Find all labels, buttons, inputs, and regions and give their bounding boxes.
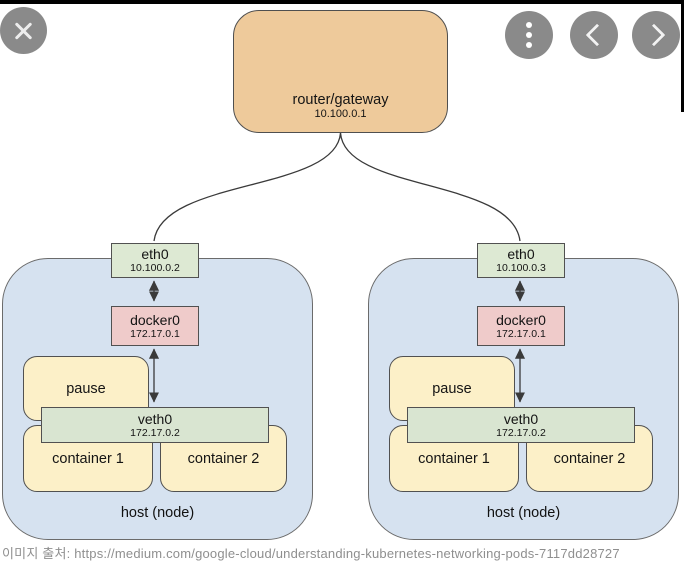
pause-label: pause <box>66 380 106 397</box>
router-label: router/gateway <box>292 92 389 108</box>
veth0-label: veth0 <box>137 410 173 427</box>
router-ip: 10.100.0.1 <box>314 108 367 120</box>
previous-button[interactable] <box>570 11 618 59</box>
chevron-right-icon <box>642 23 665 47</box>
pause-label: pause <box>432 380 472 397</box>
wire-router-to-host2 <box>339 132 521 242</box>
container-2-label: container 2 <box>553 450 626 467</box>
eth0-label: eth0 <box>507 246 535 262</box>
eth0-box: eth0 10.100.0.2 <box>111 243 199 278</box>
container-1-label: container 1 <box>52 450 124 467</box>
veth0-ip: 172.17.0.2 <box>130 426 180 439</box>
chevron-left-icon <box>585 23 608 47</box>
wire-router-to-host1 <box>153 132 342 242</box>
veth0-label: veth0 <box>503 410 539 427</box>
veth0-ip: 172.17.0.2 <box>496 426 546 439</box>
image-source-caption: 이미지 출처: https://medium.com/google-cloud/… <box>2 546 620 561</box>
router-gateway-box: router/gateway 10.100.0.1 <box>233 10 448 133</box>
letterbox-top <box>0 0 684 4</box>
more-options-icon <box>526 22 532 48</box>
eth0-ip: 10.100.0.2 <box>130 262 180 274</box>
host-node-1: pause container 1 container 2 veth0 172.… <box>2 243 313 540</box>
host-node-label: host (node) <box>120 505 195 521</box>
next-button[interactable] <box>632 11 680 59</box>
host-node-2: pause container 1 container 2 veth0 172.… <box>368 243 679 540</box>
eth0-label: eth0 <box>141 246 169 262</box>
more-options-button[interactable] <box>505 11 553 59</box>
eth0-ip: 10.100.0.3 <box>496 262 546 274</box>
veth0-box: veth0 172.17.0.2 <box>41 407 269 443</box>
eth0-box: eth0 10.100.0.3 <box>477 243 565 278</box>
docker0-box: docker0 172.17.0.1 <box>477 306 565 346</box>
docker0-ip: 172.17.0.1 <box>496 327 546 340</box>
veth0-box: veth0 172.17.0.2 <box>407 407 635 443</box>
letterbox-right <box>681 0 684 112</box>
docker0-ip: 172.17.0.1 <box>130 327 180 340</box>
close-button[interactable] <box>0 7 47 54</box>
close-icon <box>12 19 36 43</box>
container-2-label: container 2 <box>187 450 260 467</box>
host-node-label: host (node) <box>486 505 561 521</box>
docker0-label: docker0 <box>496 311 546 328</box>
container-1-label: container 1 <box>418 450 490 467</box>
docker0-label: docker0 <box>130 311 180 328</box>
docker0-box: docker0 172.17.0.1 <box>111 306 199 346</box>
